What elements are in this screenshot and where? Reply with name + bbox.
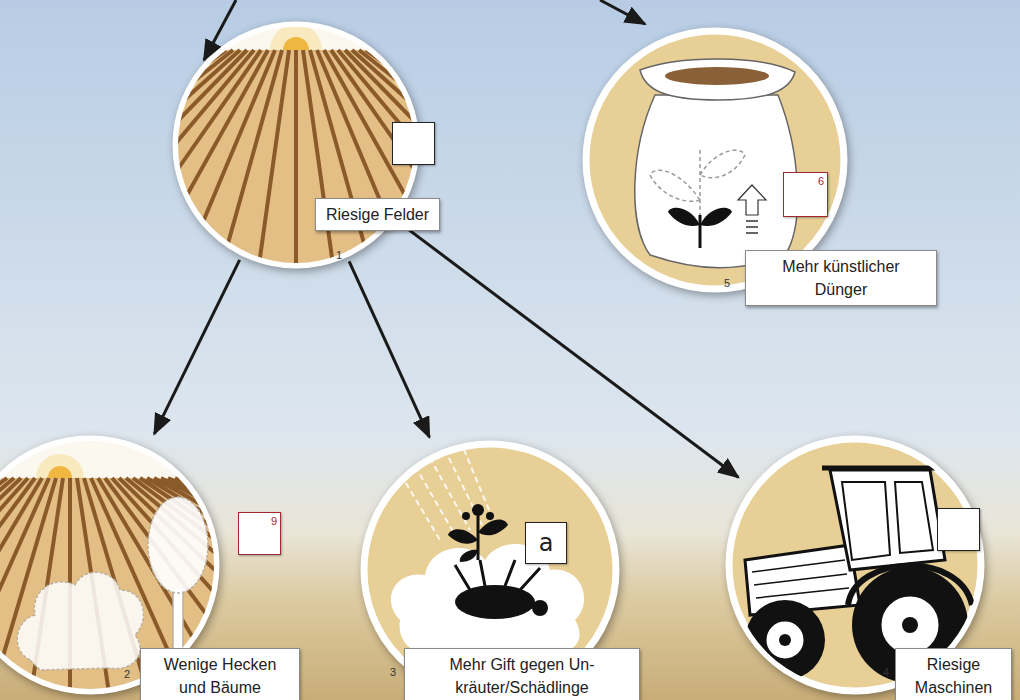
circle-node: Mehr Gift gegen Un- kräuter/Schädlinge3a bbox=[360, 440, 620, 700]
tree-trunk bbox=[173, 588, 183, 700]
circle-node: Riesige Felder1 bbox=[172, 21, 420, 269]
up-arrow-bars bbox=[746, 221, 758, 233]
callout-number: 2 bbox=[117, 668, 137, 680]
plant-stem bbox=[699, 215, 702, 248]
furrows bbox=[0, 478, 670, 700]
sun bbox=[48, 466, 72, 490]
hood-grille bbox=[752, 560, 849, 598]
node-label: Riesige Felder bbox=[315, 198, 440, 231]
sun bbox=[283, 37, 309, 63]
circle-node: Wenige Hecken und Bäume29 bbox=[0, 435, 220, 695]
sun-glow bbox=[36, 454, 84, 502]
node-label: Mehr Gift gegen Un- kräuter/Schädlinge bbox=[404, 648, 640, 700]
tree-crown bbox=[148, 497, 208, 593]
rear-fender bbox=[848, 566, 972, 605]
front-wheel bbox=[745, 600, 825, 680]
checkbox bbox=[392, 122, 435, 165]
sack-opening bbox=[640, 59, 795, 100]
front-hub bbox=[779, 634, 791, 646]
incoming-arrow bbox=[600, 0, 645, 24]
tractor-cab bbox=[830, 470, 945, 570]
beetle-body bbox=[455, 585, 535, 619]
soil bbox=[170, 50, 430, 280]
up-arrow-symbol bbox=[738, 185, 766, 215]
pesticide-picture bbox=[380, 440, 584, 664]
cab-windows bbox=[842, 482, 933, 560]
sack-body bbox=[635, 95, 798, 268]
furrows bbox=[0, 50, 714, 272]
spray-cloud bbox=[391, 544, 584, 664]
hedge-picture bbox=[0, 430, 670, 700]
weed-stem bbox=[477, 515, 480, 560]
beetle-head bbox=[532, 600, 548, 616]
sun-glow bbox=[270, 24, 322, 76]
sky bbox=[170, 18, 430, 52]
weed-leaves bbox=[448, 519, 508, 562]
weed-flower bbox=[462, 512, 470, 520]
rear-rim bbox=[880, 595, 940, 655]
node-label: Wenige Hecken und Bäume bbox=[140, 648, 300, 700]
arrow-connector bbox=[398, 222, 738, 477]
callout-number: 1 bbox=[329, 249, 349, 261]
checkbox bbox=[937, 508, 980, 551]
callout-number: 5 bbox=[717, 277, 737, 289]
node-label: Mehr künstlicher Dünger bbox=[745, 250, 937, 306]
callout-number: 4 bbox=[876, 666, 896, 678]
circle-node: Riesige Maschinen4 bbox=[725, 435, 985, 695]
sky bbox=[0, 430, 220, 480]
checkbox-mark: 9 bbox=[238, 512, 281, 555]
fertilizer-sack bbox=[635, 59, 798, 268]
granules bbox=[665, 67, 769, 85]
circle-node: Mehr künstlicher Dünger56 bbox=[582, 27, 848, 293]
front-rim bbox=[765, 620, 805, 660]
arrow-connector bbox=[349, 261, 429, 437]
plant-leaves bbox=[668, 208, 732, 226]
beetle-legs bbox=[455, 560, 540, 590]
incoming-arrow bbox=[204, 0, 236, 60]
cab-roof bbox=[822, 466, 938, 471]
arrow-connector bbox=[154, 260, 239, 434]
rear-hub bbox=[902, 617, 918, 633]
plant-outline bbox=[650, 150, 745, 245]
callout-number: 3 bbox=[383, 666, 403, 678]
node-circle bbox=[172, 21, 420, 269]
soil bbox=[0, 478, 220, 700]
weed-flower bbox=[486, 512, 494, 520]
checkbox-mark: 6 bbox=[783, 172, 828, 217]
rear-wheel bbox=[852, 567, 968, 683]
node-label: Riesige Maschinen bbox=[895, 648, 1012, 700]
checkbox-mark: a bbox=[525, 522, 567, 564]
weed-flower bbox=[472, 504, 484, 516]
spray-lines bbox=[380, 440, 494, 540]
hedge bbox=[17, 572, 143, 670]
tractor bbox=[745, 468, 972, 683]
field-picture bbox=[0, 18, 714, 280]
tractor-hood bbox=[745, 545, 860, 615]
